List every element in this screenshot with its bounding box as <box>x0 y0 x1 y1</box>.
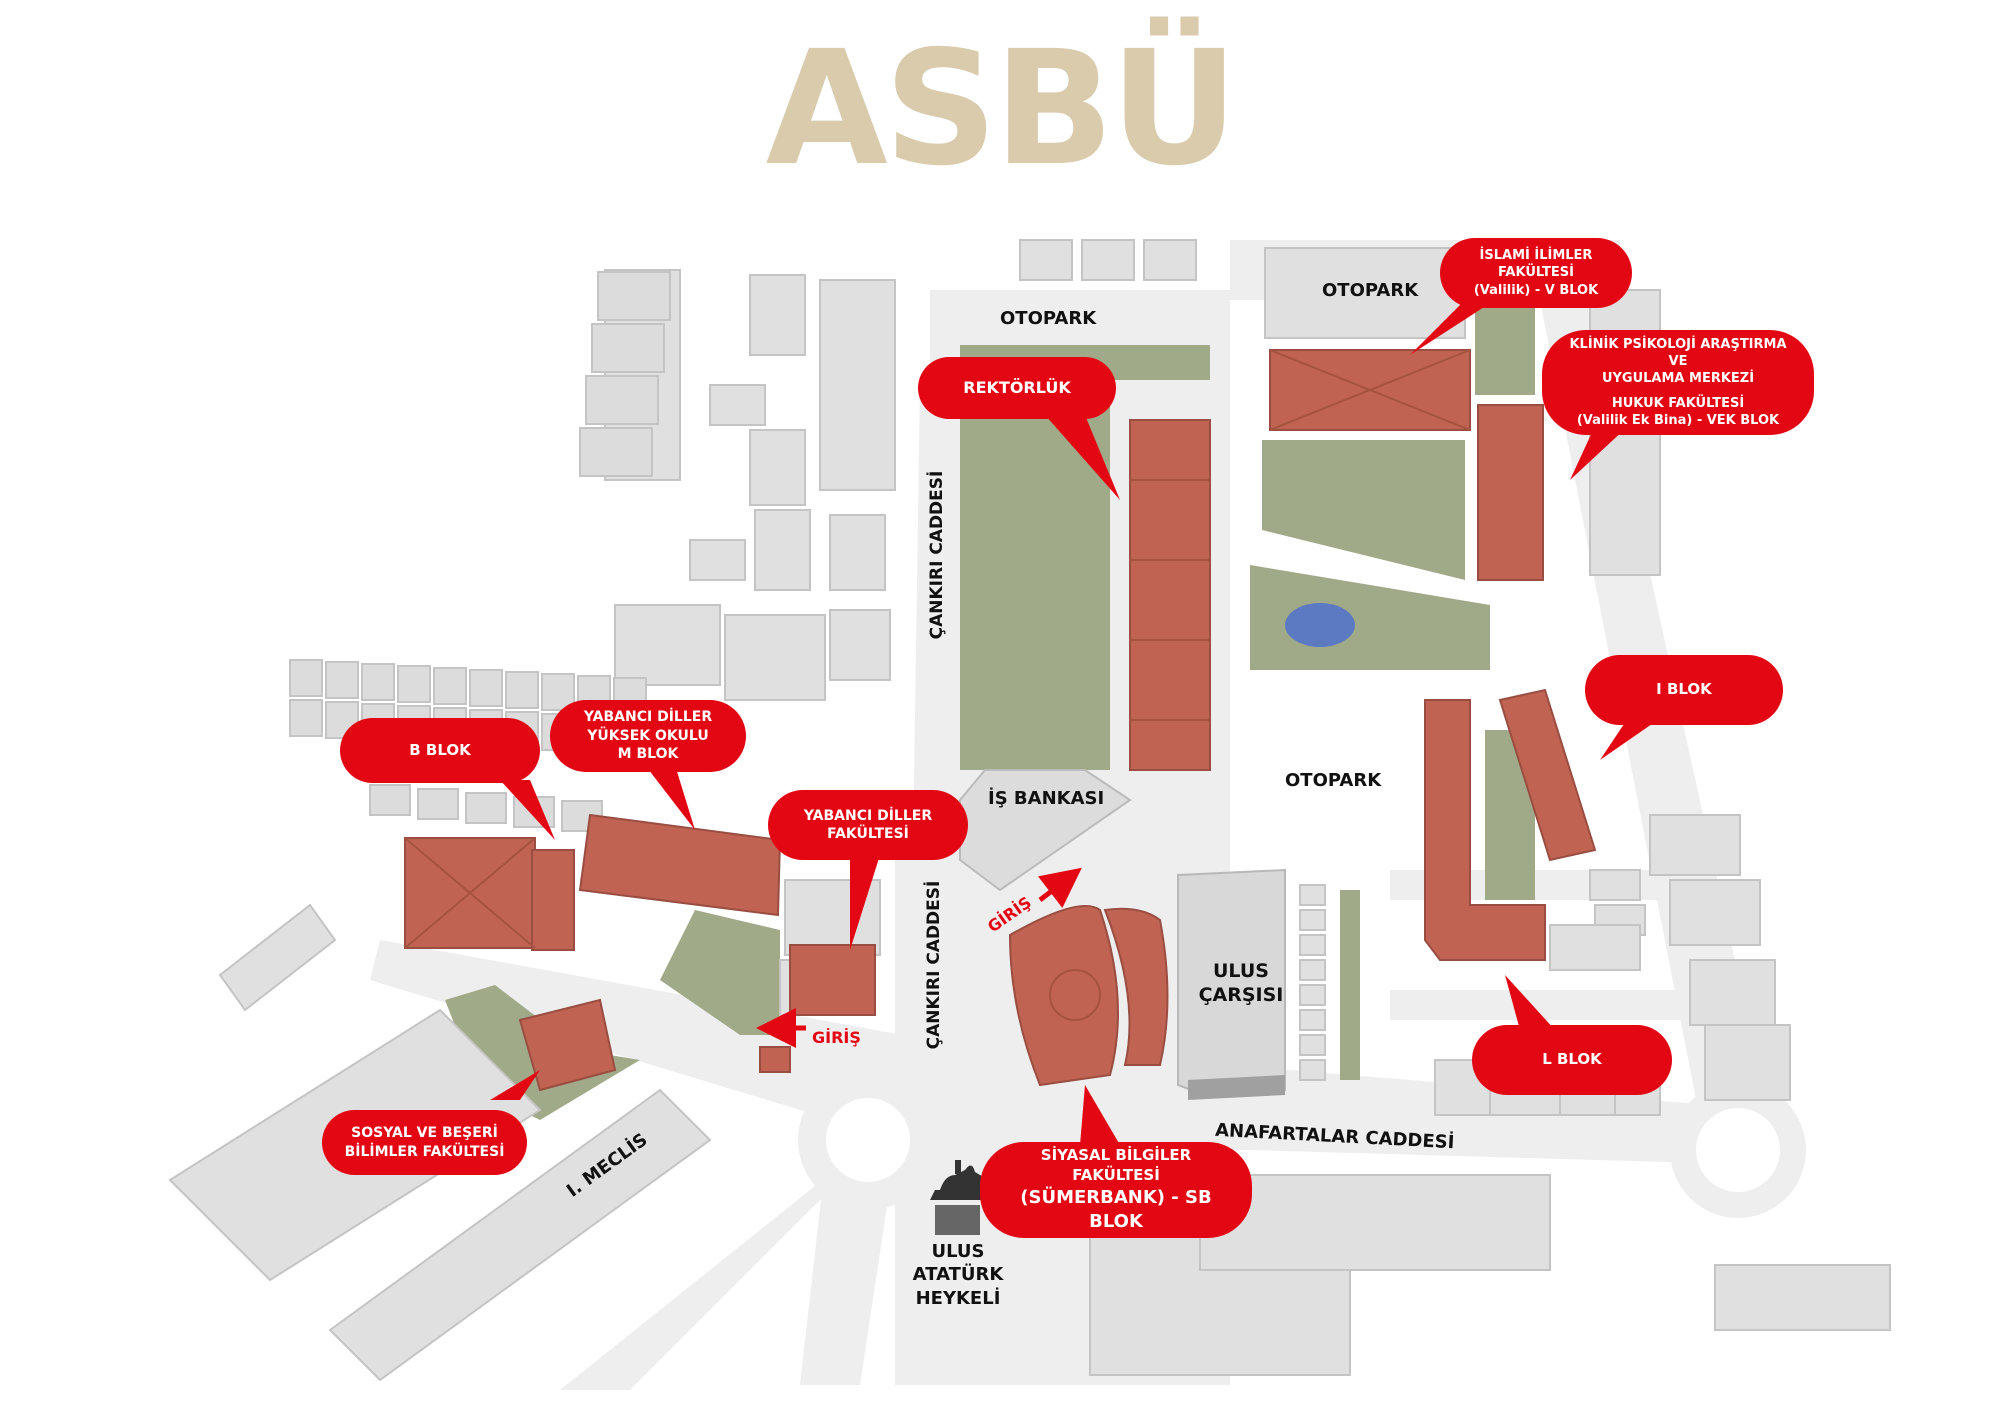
callout-line: UYGULAMA MERKEZİ <box>1601 370 1755 386</box>
label-line: ULUS <box>1213 960 1269 982</box>
callout-klinik-hukuk[interactable]: KLİNİK PSİKOLOJİ ARAŞTIRMA VE UYGULAMA M… <box>1542 330 1814 435</box>
callout-line: İSLAMİ İLİMLER <box>1479 248 1593 264</box>
callout-sosyal-beseri[interactable]: SOSYAL VE BEŞERİ BİLİMLER FAKÜLTESİ <box>322 1110 527 1175</box>
label-is-bankasi: İŞ BANKASI <box>988 788 1105 809</box>
grey-block <box>465 792 507 824</box>
callout-rektorluk[interactable]: REKTÖRLÜK <box>918 357 1116 419</box>
grey-block <box>579 427 653 477</box>
grey-block <box>289 699 323 737</box>
roof-shading <box>404 349 1471 1021</box>
label-otopark-mid: OTOPARK <box>1285 770 1382 791</box>
label-otopark-top: OTOPARK <box>1000 308 1097 329</box>
grey-block <box>585 375 659 425</box>
callout-line: L BLOK <box>1542 1050 1602 1069</box>
label-cankiri-lower: ÇANKIRI CADDESİ <box>924 880 944 1050</box>
callout-line: YABANCI DİLLER <box>803 807 933 824</box>
grey-block <box>505 671 539 709</box>
label-ulus-ataturk: ULUS ATATÜRK HEYKELİ <box>898 1240 1018 1310</box>
callout-line: FAKÜLTESİ <box>1072 1166 1160 1185</box>
grey-block <box>433 667 467 705</box>
callout-line: SOSYAL VE BEŞERİ <box>351 1125 498 1142</box>
grey-block <box>361 663 395 701</box>
callout-line: BİLİMLER FAKÜLTESİ <box>344 1143 505 1160</box>
callout-line: (Valilik Ek Bina) - VEK BLOK <box>1576 413 1780 429</box>
ataturk-statue-icon <box>930 1160 990 1235</box>
stacked-grey-blocks <box>579 271 671 477</box>
callout-line: B BLOK <box>409 740 471 759</box>
callout-b-blok[interactable]: B BLOK <box>340 718 540 783</box>
label-cankiri-upper: ÇANKIRI CADDESİ <box>927 470 947 640</box>
callout-pointers <box>490 300 1665 1145</box>
grey-block <box>597 271 671 321</box>
is-bankasi-building <box>959 769 1132 892</box>
callout-line: M BLOK <box>617 746 679 763</box>
grey-block <box>469 669 503 707</box>
callout-i-blok[interactable]: I BLOK <box>1585 655 1783 725</box>
grey-block <box>325 661 359 699</box>
label-line: ÇARŞISI <box>1198 983 1284 1006</box>
callout-line: (Valilik) - V BLOK <box>1473 282 1599 298</box>
callout-yabanci-diller-fakultesi[interactable]: YABANCI DİLLER FAKÜLTESİ <box>768 790 968 860</box>
label-line: ATATÜRK <box>912 1264 1004 1286</box>
label-otopark-right: OTOPARK <box>1322 280 1419 301</box>
roundabouts <box>798 1070 1806 1218</box>
grey-block <box>397 665 431 703</box>
entrance-arrows <box>756 867 1082 1048</box>
grey-block <box>417 788 459 820</box>
callout-line: HUKUK FAKÜLTESİ <box>1611 396 1745 412</box>
callout-yabanci-diller-yuksek-okulu[interactable]: YABANCI DİLLER YÜKSEK OKULU M BLOK <box>550 700 746 772</box>
callout-islami-ilimler[interactable]: İSLAMİ İLİMLER FAKÜLTESİ (Valilik) - V B… <box>1440 238 1632 308</box>
callout-line: I BLOK <box>1656 680 1712 699</box>
grey-block <box>591 323 665 373</box>
callout-line: YÜKSEK OKULU <box>587 727 709 744</box>
callout-line: YABANCI DİLLER <box>583 709 713 726</box>
pond <box>1285 603 1355 647</box>
callout-line: KLİNİK PSİKOLOJİ ARAŞTIRMA VE <box>1569 336 1787 369</box>
grey-block <box>289 659 323 697</box>
grey-block <box>369 784 411 816</box>
ulus-carsisi-building <box>1177 868 1286 1100</box>
callout-line: FAKÜLTESİ <box>1498 265 1574 281</box>
label-giris-side: GİRİŞ <box>812 1028 861 1047</box>
callout-line: (SÜMERBANK) - SB BLOK <box>1020 1187 1212 1232</box>
label-ulus-carsisi: ULUS ÇARŞISI <box>1196 960 1286 1008</box>
callout-line: SİYASAL BİLGİLER <box>1040 1146 1192 1165</box>
label-line: ULUS <box>931 1241 985 1262</box>
asbu-logo: ASBÜ <box>765 17 1239 201</box>
callout-line: FAKÜLTESİ <box>827 826 909 842</box>
callout-line: REKTÖRLÜK <box>963 378 1071 398</box>
label-line: HEYKELİ <box>915 1287 1001 1309</box>
callout-l-blok[interactable]: L BLOK <box>1472 1025 1672 1095</box>
callout-siyasal-bilgiler[interactable]: SİYASAL BİLGİLER FAKÜLTESİ (SÜMERBANK) -… <box>980 1142 1252 1238</box>
